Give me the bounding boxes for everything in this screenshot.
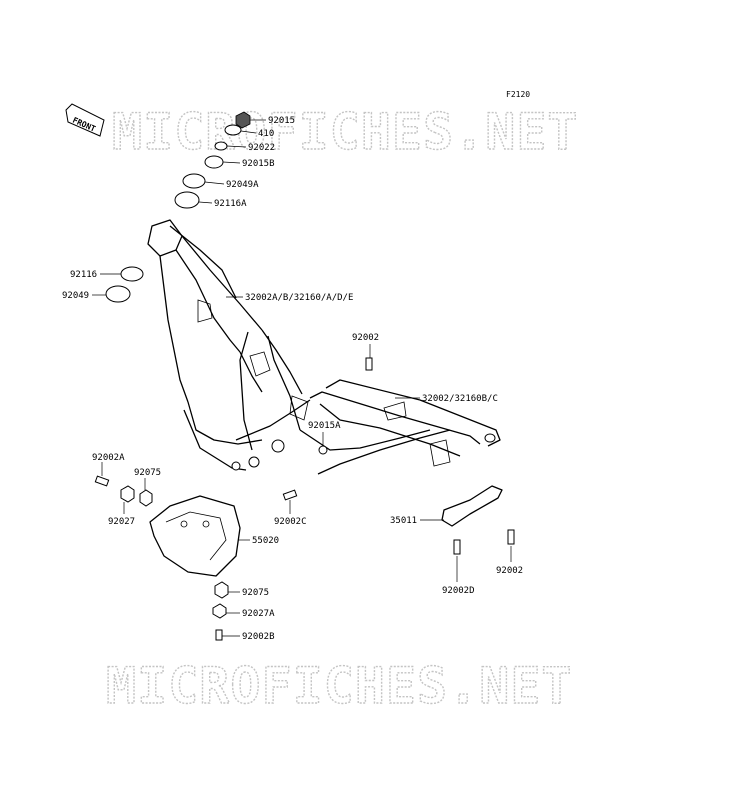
hardware-bolts <box>94 357 515 641</box>
part-label: 92015A <box>308 421 341 431</box>
skid-plate <box>149 495 241 577</box>
part-label: 92049A <box>226 180 259 190</box>
part-labels: 92015 410 92022 92015B 92049A 92116A 921… <box>62 116 523 642</box>
leader-lines <box>92 119 512 637</box>
part-label: 92002C <box>274 517 307 527</box>
part-label: 410 <box>258 129 274 139</box>
steering-stem-parts <box>105 111 251 303</box>
part-label: 32002/32160B/C <box>422 394 498 404</box>
part-label: 55020 <box>252 536 279 546</box>
watermark-bottom: MICROFICHES.NET <box>106 657 573 715</box>
part-label: 92027 <box>108 517 135 527</box>
main-frame <box>147 219 311 471</box>
part-label: 92027A <box>242 609 275 619</box>
part-label: 92015B <box>242 159 275 169</box>
part-label: 92022 <box>248 143 275 153</box>
front-arrow-icon: FRONT <box>65 103 105 137</box>
rear-frame <box>299 379 501 475</box>
part-label: 92116A <box>214 199 247 209</box>
part-label: 92015 <box>268 116 295 126</box>
part-label: 92116 <box>70 270 97 280</box>
part-label: 35011 <box>390 516 417 526</box>
chain-guard <box>441 485 503 527</box>
part-label: 92049 <box>62 291 89 301</box>
part-label: 92002B <box>242 632 275 642</box>
part-label: 92002 <box>496 566 523 576</box>
figure-code: F2120 <box>506 90 530 99</box>
part-label: 92002 <box>352 333 379 343</box>
part-label: 32002A/B/32160/A/D/E <box>245 293 353 303</box>
part-label: 92075 <box>134 468 161 478</box>
part-label: 92002D <box>442 586 475 596</box>
part-label: 92002A <box>92 453 125 463</box>
watermark-top: MICROFICHES.NET <box>112 103 579 161</box>
part-label: 92075 <box>242 588 269 598</box>
